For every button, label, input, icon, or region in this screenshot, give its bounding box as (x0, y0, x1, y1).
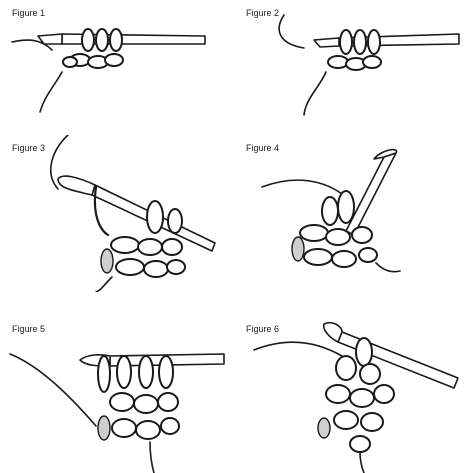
yarn-tail (360, 452, 364, 473)
figure-6-illustration (234, 316, 468, 473)
figure-3-panel: Figure 3 (0, 135, 234, 292)
hook-tip (58, 176, 95, 195)
working-yarn (279, 15, 304, 48)
figure-1-panel: Figure 1 (0, 0, 234, 157)
yarn-tail (304, 72, 326, 115)
figure-4-illustration (234, 135, 468, 292)
working-yarn (262, 180, 346, 197)
yarn-tail (376, 263, 400, 272)
working-yarn (10, 354, 96, 426)
figure-2-panel: Figure 2 (234, 0, 468, 157)
yarn-tail (40, 72, 62, 112)
figure-2-illustration (234, 0, 468, 157)
figure-5-illustration (0, 316, 234, 473)
working-yarn (254, 342, 342, 356)
hook-tip (324, 323, 342, 342)
figure-6-panel: Figure 6 (234, 316, 468, 473)
crochet-hook (338, 332, 458, 388)
yarn-tail (150, 442, 154, 473)
figure-3-illustration (0, 135, 234, 292)
shaded-stitch (292, 237, 304, 261)
figure-1-illustration (0, 0, 234, 157)
shaded-stitch (318, 418, 330, 438)
stitch-cluster (98, 356, 179, 440)
shaded-stitch (98, 416, 110, 440)
figure-4-panel: Figure 4 (234, 135, 468, 292)
figure-5-panel: Figure 5 (0, 316, 234, 473)
yarn-tail (96, 277, 112, 292)
hook-tip (314, 38, 339, 47)
shaded-stitch (101, 249, 113, 273)
crochet-hook (346, 153, 396, 235)
stitch-cluster (328, 30, 381, 70)
